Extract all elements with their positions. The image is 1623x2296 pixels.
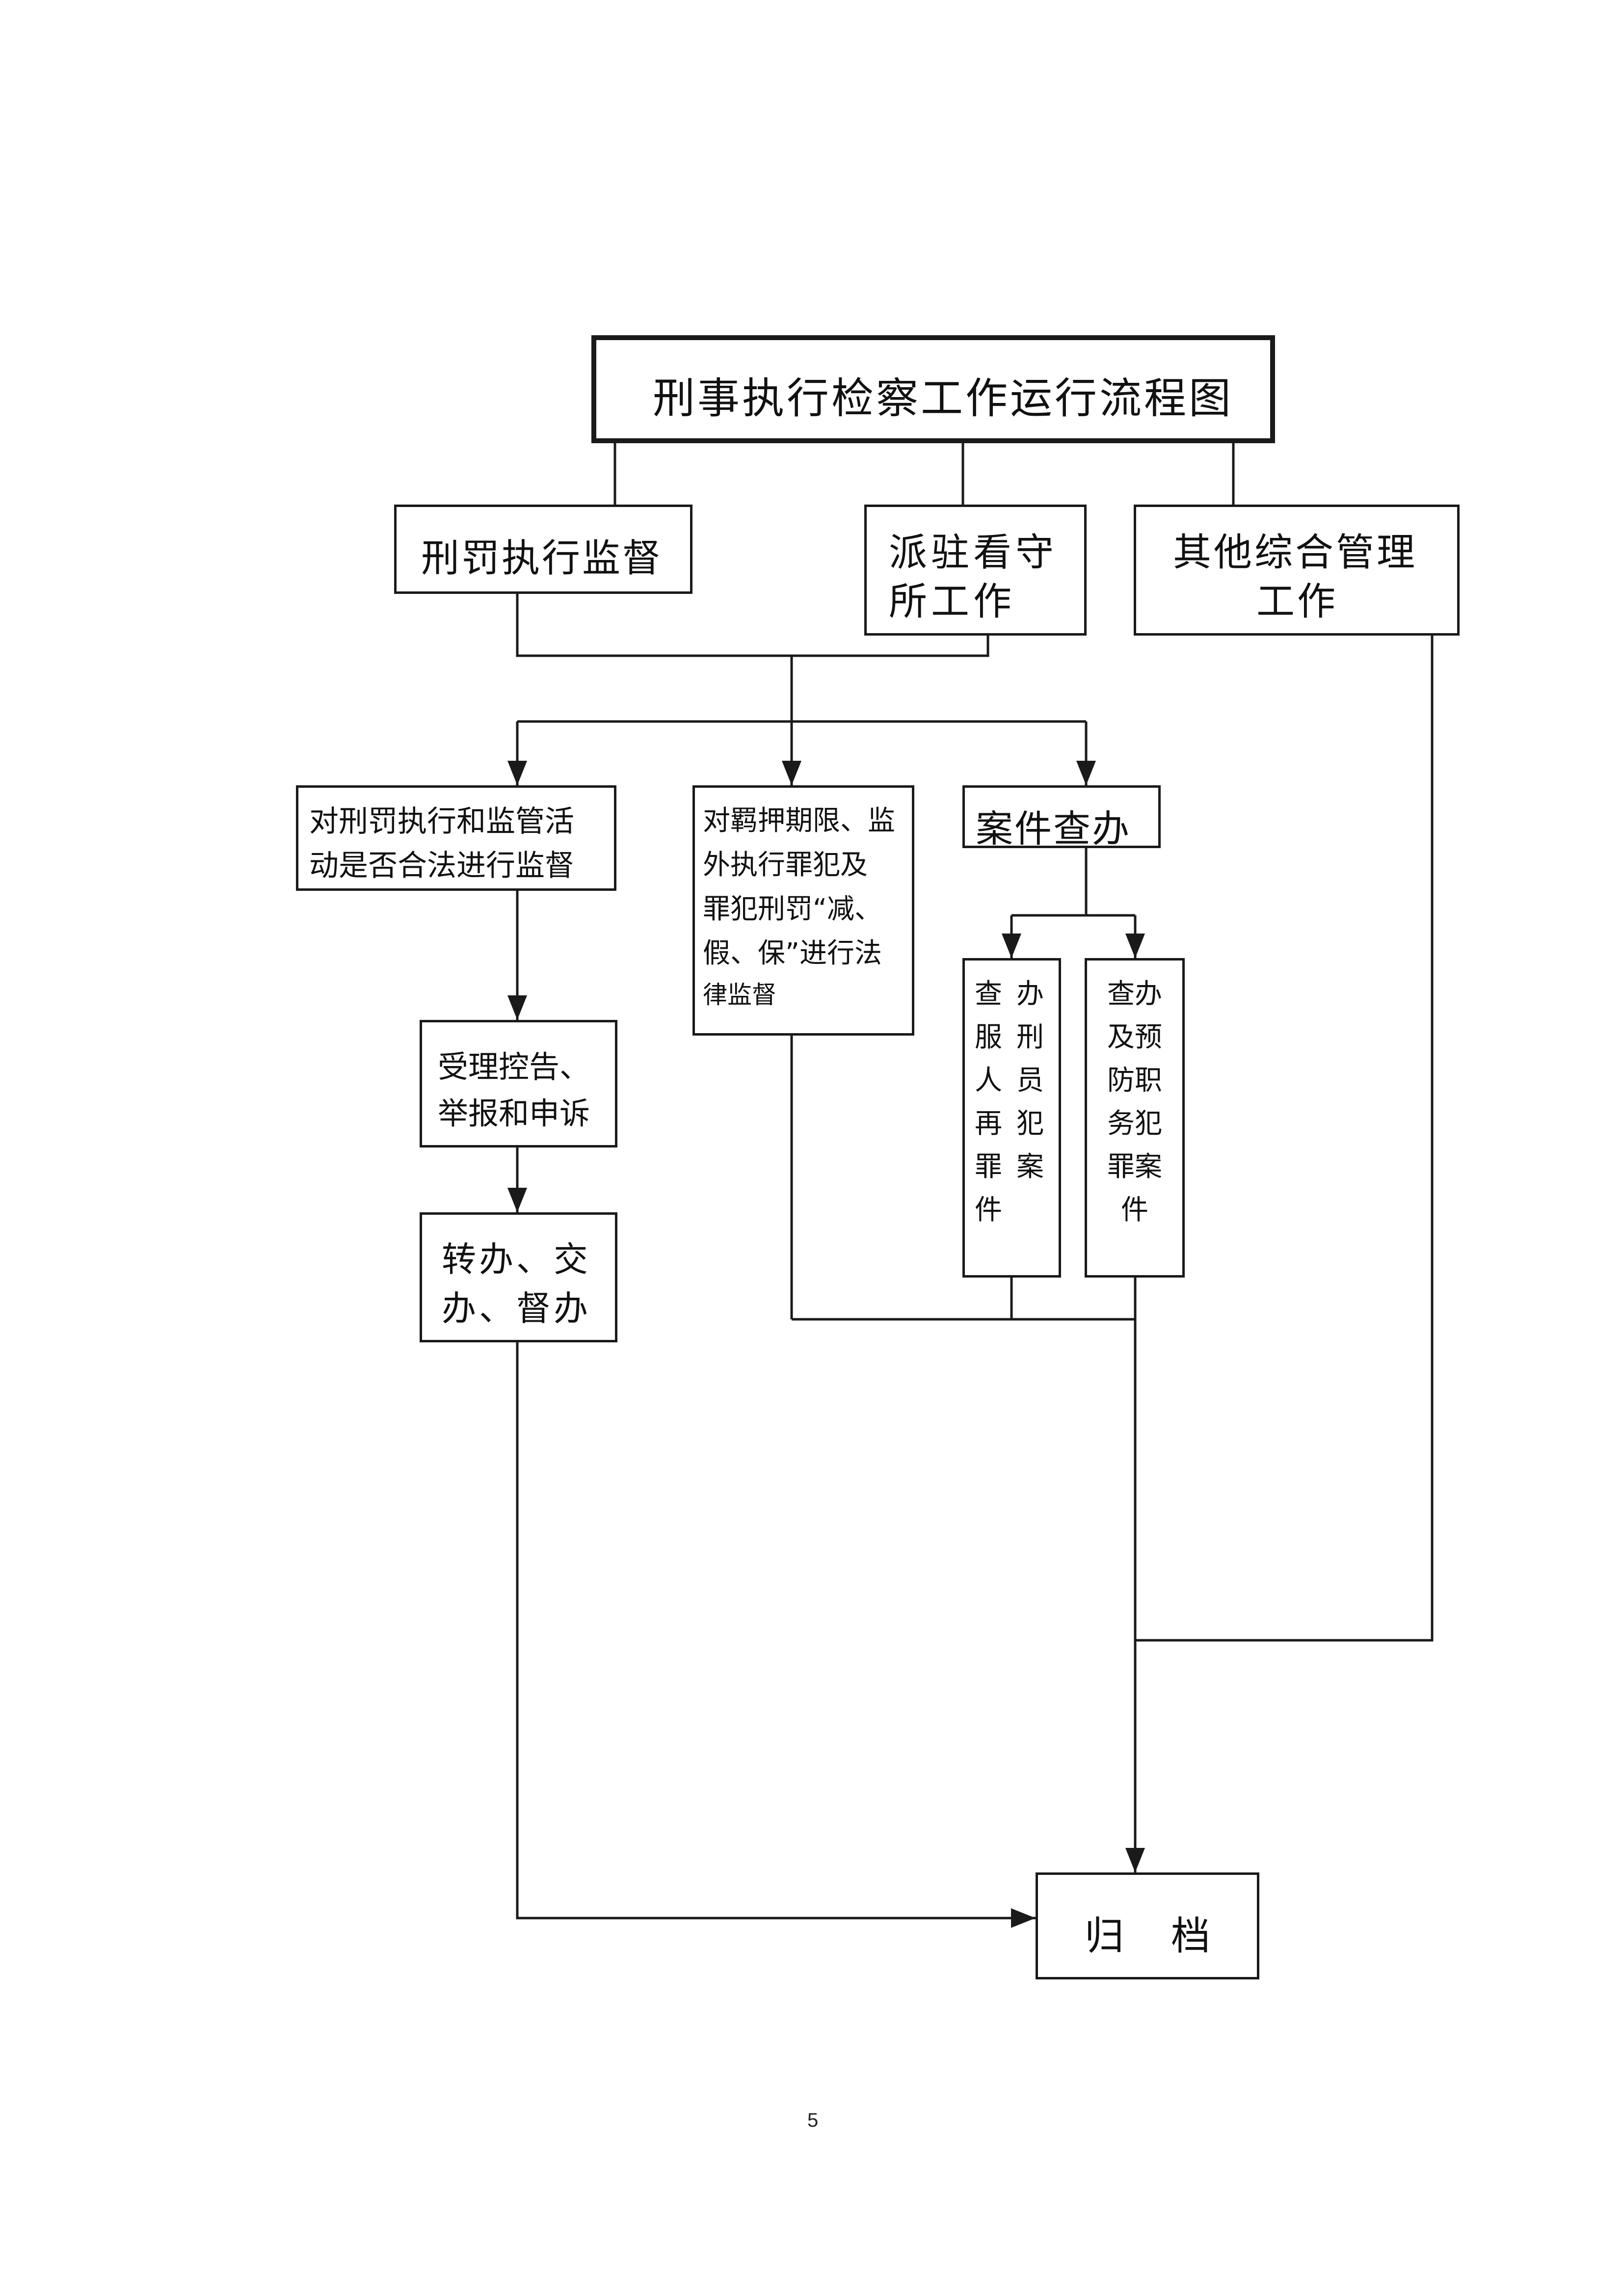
case-handling-label: 案件查办 — [976, 807, 1131, 851]
duty-crime-text: 查办及预防职务犯罪案件 — [1107, 978, 1162, 1226]
archive-label: 归 档 — [1085, 1913, 1214, 1959]
detention-center-label-line2: 所工作 — [889, 580, 1016, 624]
case-handling-box: 案件查办 — [962, 785, 1161, 851]
term-supervision-line2: 外执行罪犯及 — [703, 849, 868, 881]
supervise-legality-box: 对刑罚执行和监管活 动是否合法进行监督 — [296, 785, 616, 891]
term-supervision-line1: 对羁押期限、监 — [703, 805, 895, 837]
supervise-legality-line2: 动是否合法进行监督 — [309, 849, 574, 883]
term-supervision-box: 对羁押期限、监 外执行罪犯及 罪犯刑罚“减、 假、保”进行法 律监督 — [692, 785, 914, 1036]
transfer-handling-line2: 办、督办 — [442, 1288, 591, 1329]
connector-other-route — [1135, 636, 1434, 1642]
penalty-supervision-box: 刑罚执行监督 — [394, 505, 692, 594]
other-management-box: 其他综合管理 工作 — [1134, 505, 1460, 636]
diagram-title: 刑事执行检察工作运行流程图 — [653, 374, 1233, 423]
reoffense-cases-col1: 查服人再罪件 — [975, 978, 1002, 1226]
other-management-label-line1: 其他综合管理 — [1173, 531, 1418, 575]
term-supervision-line5: 律监督 — [703, 981, 776, 1009]
detention-center-label-line1: 派驻看守 — [889, 531, 1058, 575]
reoffense-cases-box: 查服人再罪件 办刑员犯案 — [962, 958, 1061, 1278]
archive-box: 归 档 — [1036, 1872, 1259, 1979]
detention-center-box: 派驻看守 所工作 — [864, 505, 1087, 636]
transfer-handling-line1: 转办、交 — [442, 1239, 591, 1280]
penalty-supervision-label: 刑罚执行监督 — [421, 536, 663, 581]
complaint-handling-line2: 举报和申诉 — [438, 1095, 590, 1131]
arrow-transfer-to-archive — [516, 1342, 1036, 1928]
term-supervision-line3: 罪犯刑罚“减、 — [703, 893, 882, 925]
supervise-legality-line1: 对刑罚执行和监管活 — [309, 804, 574, 839]
connector-merge-bracket — [516, 594, 989, 657]
page-number: 5 — [807, 2109, 819, 2131]
other-management-label-line2: 工作 — [1256, 580, 1338, 624]
transfer-handling-box: 转办、交 办、督办 — [420, 1212, 617, 1342]
title-box: 刑事执行检察工作运行流程图 — [591, 335, 1275, 443]
duty-crime-box: 查办及预防职务犯罪案件 — [1085, 958, 1185, 1278]
term-supervision-line4: 假、保”进行法 — [703, 937, 882, 969]
complaint-handling-box: 受理控告、 举报和申诉 — [420, 1020, 617, 1148]
complaint-handling-line1: 受理控告、 — [438, 1049, 590, 1085]
reoffense-cases-col2: 办刑员犯案 — [1016, 978, 1044, 1183]
